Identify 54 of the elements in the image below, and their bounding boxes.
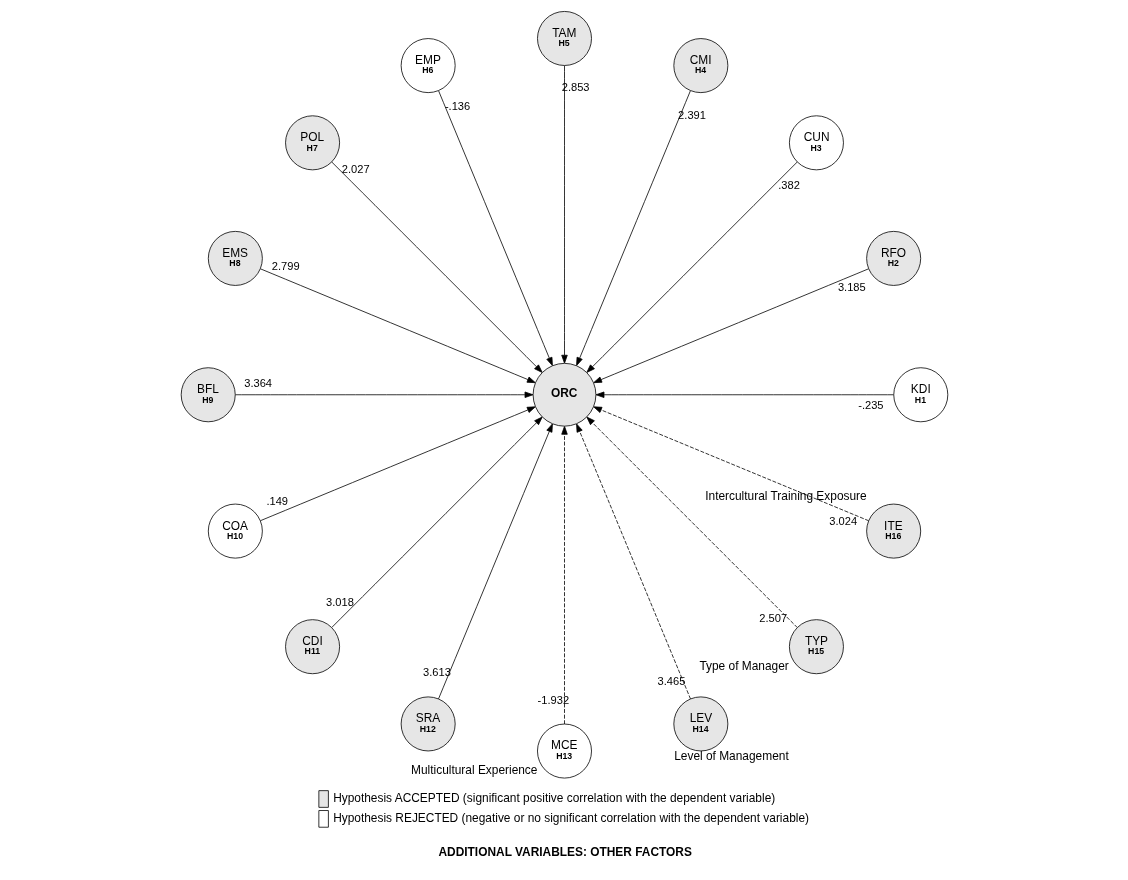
node-circle: MCE H13 [536,723,592,779]
edge-label: 2.799 [271,260,300,273]
edge-label: -.235 [857,398,884,411]
node-circle: EMP H6 [400,38,456,93]
edge-label: .149 [265,494,288,507]
node-circle: TYP H15 [788,619,844,675]
arrow [234,391,533,398]
arrow [585,416,798,628]
node-circle: CUN H3 [788,115,844,171]
arrow [560,425,568,725]
edge-label: 3.465 [657,675,685,687]
edge-label: 3.024 [828,515,857,528]
label: ADDITIONAL VARIABLES: OTHER FACTORS [438,845,692,860]
arrow [575,90,691,366]
arrow [560,65,568,364]
node-circle: BFL H9 [180,367,236,423]
node-circle: POL H7 [284,115,340,171]
arrow [575,423,691,700]
arrow [259,268,536,384]
node-circle: CDI H11 [284,619,340,675]
arrow [330,416,543,628]
arrow [592,268,869,384]
node-label: Intercultural Training Exposure [704,489,867,504]
node-label: Type of Manager [698,658,789,673]
edge-label: 3.185 [837,280,866,293]
node-circle: LEV H14 [672,696,728,752]
edge-label: 2.391 [677,108,706,121]
arrow [437,423,553,700]
node-circle: ITE H16 [865,503,921,559]
edge-label: .382 [777,178,800,191]
arrow [592,406,869,522]
node-circle: CMI H4 [672,38,728,93]
arrow [585,161,798,373]
node-circle: COA H10 [207,503,263,559]
node-label: Level of Management [673,749,789,764]
arrow [259,406,536,522]
edge-label: -1.932 [537,694,569,707]
node-circle: EMS H8 [207,231,263,286]
node-circle: RFO H2 [865,231,921,286]
node-label: Multicultural Experience [410,763,537,778]
edge-label: 2.027 [341,163,370,176]
arrow [437,90,553,366]
edge-label: 3.364 [243,376,272,389]
legend-label: Hypothesis ACCEPTED (significant positive correlation with the dependent variable) [332,790,775,805]
edge-label: 3.613 [422,666,451,679]
legend-label: Hypothesis REJECTED (negative or no significant correlation with the dependent variable) [332,810,809,825]
node-circle: SRA H12 [400,696,456,752]
arrow [330,161,543,373]
edge-label: -.136 [444,100,470,113]
edge-label: 2.507 [758,612,787,625]
arrow [595,391,894,398]
node-circle: TAM H5 [536,11,592,66]
edge-label: 3.018 [325,596,354,609]
node-circle: KDI H1 [892,367,948,423]
